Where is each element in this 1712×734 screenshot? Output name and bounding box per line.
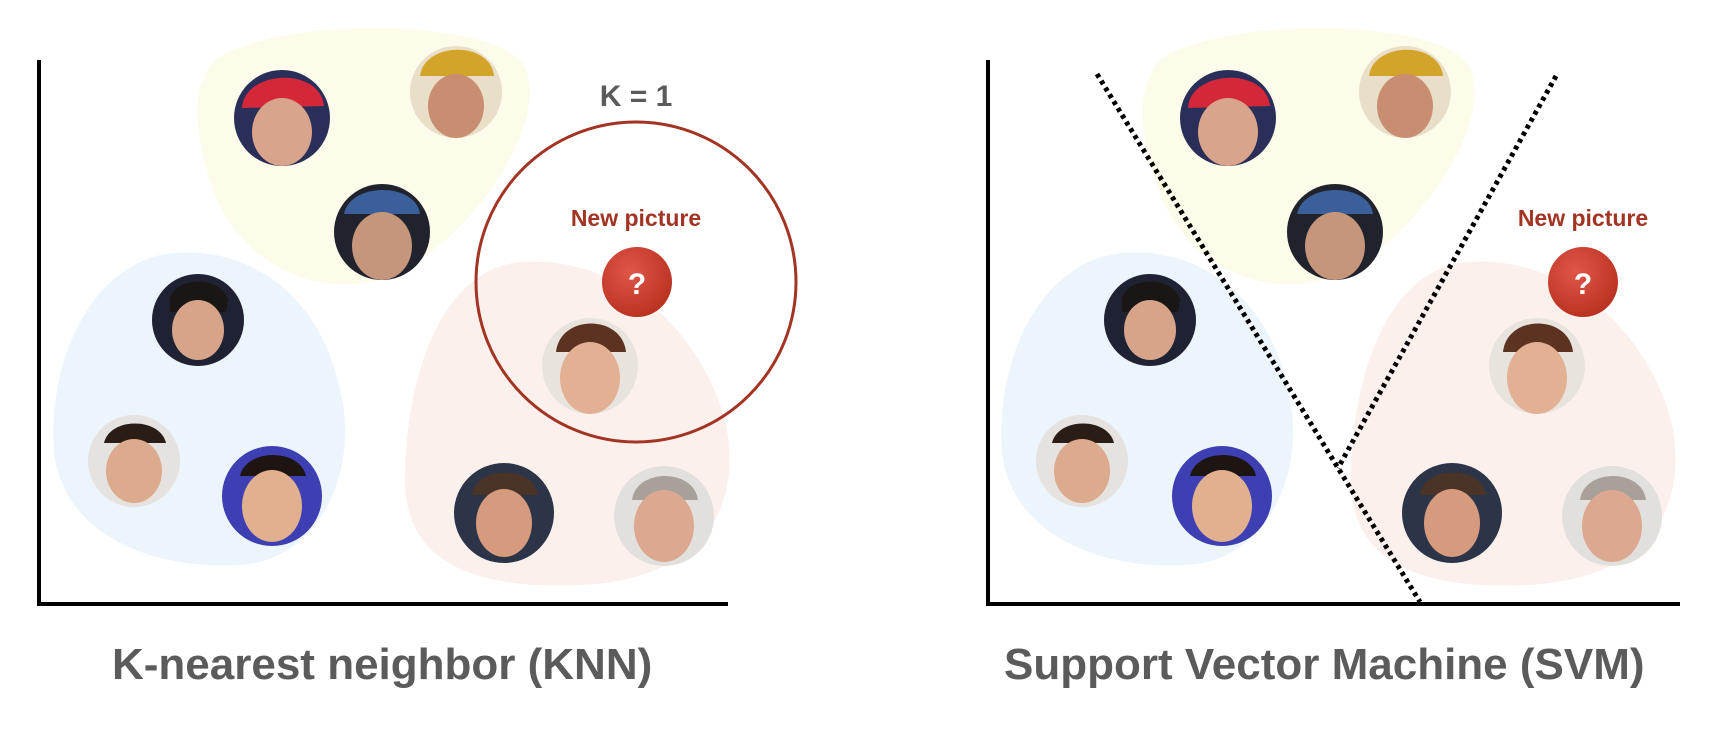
face-photo-icon [542,318,638,414]
k-neighborhood-circle [474,120,798,444]
face-photo-icon [1287,184,1383,280]
face-photo-icon [1036,415,1128,507]
svm-decision-boundary-right [1335,74,1559,470]
question-marker-icon: ? [602,247,672,317]
face-photo-icon [454,463,554,563]
face-photo-icon [88,415,180,507]
svm-title: Support Vector Machine (SVM) [1004,640,1645,689]
face-photo-icon [410,46,502,138]
k-value-label: K = 1 [600,80,673,113]
face-photo-icon [1172,446,1272,546]
face-photo-icon [222,446,322,546]
svm-panel: ? New picture [986,28,1680,606]
face-photo-icon [1489,318,1585,414]
face-photo-icon [1104,274,1196,366]
knn-panel: ? K = 1 New picture [37,28,798,606]
svm-new-picture-label: New picture [1518,205,1648,231]
svm-decision-boundary-left [1094,72,1423,604]
face-photo-icon [152,274,244,366]
face-photo-icon [234,70,330,166]
face-photo-icon [614,466,714,566]
question-marker-icon: ? [1548,247,1618,317]
face-photo-icon [1402,463,1502,563]
knn-title: K-nearest neighbor (KNN) [112,640,653,689]
svg-text:?: ? [1574,268,1592,301]
svg-text:?: ? [628,268,646,301]
face-photo-icon [334,184,430,280]
face-photo-icon [1180,70,1276,166]
face-photo-icon [1359,46,1451,138]
knn-new-picture-label: New picture [571,205,701,231]
face-photo-icon [1562,466,1662,566]
